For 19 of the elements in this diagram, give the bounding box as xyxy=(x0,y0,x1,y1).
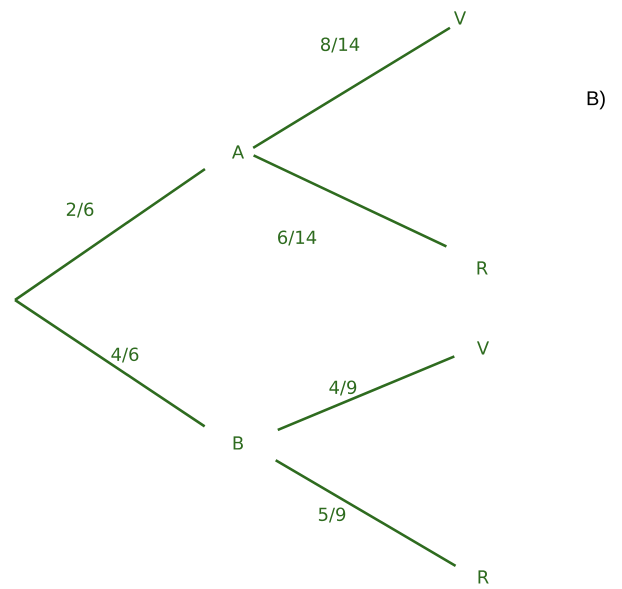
tree-node-label: V xyxy=(454,11,466,25)
probability-label: 4/6 xyxy=(111,347,138,363)
probability-label: 6/14 xyxy=(278,230,316,246)
tree-node-label: A xyxy=(232,145,244,159)
probability-label: 4/9 xyxy=(329,380,356,396)
branch-line xyxy=(252,26,451,149)
branch-line xyxy=(14,168,206,302)
probability-label: 8/14 xyxy=(321,37,360,53)
part-label: B) xyxy=(588,90,605,110)
tree-node-label: B xyxy=(234,436,243,450)
probability-label: 2/6 xyxy=(66,202,94,218)
tree-node-label: V xyxy=(476,341,490,355)
branch-line xyxy=(277,355,455,432)
probability-label: 5/9 xyxy=(318,507,346,523)
branch-line xyxy=(275,459,456,567)
branch-line xyxy=(253,154,447,248)
branch-line xyxy=(14,298,206,428)
tree-node-label: R xyxy=(478,261,488,275)
tree-node-label: R xyxy=(478,570,489,584)
